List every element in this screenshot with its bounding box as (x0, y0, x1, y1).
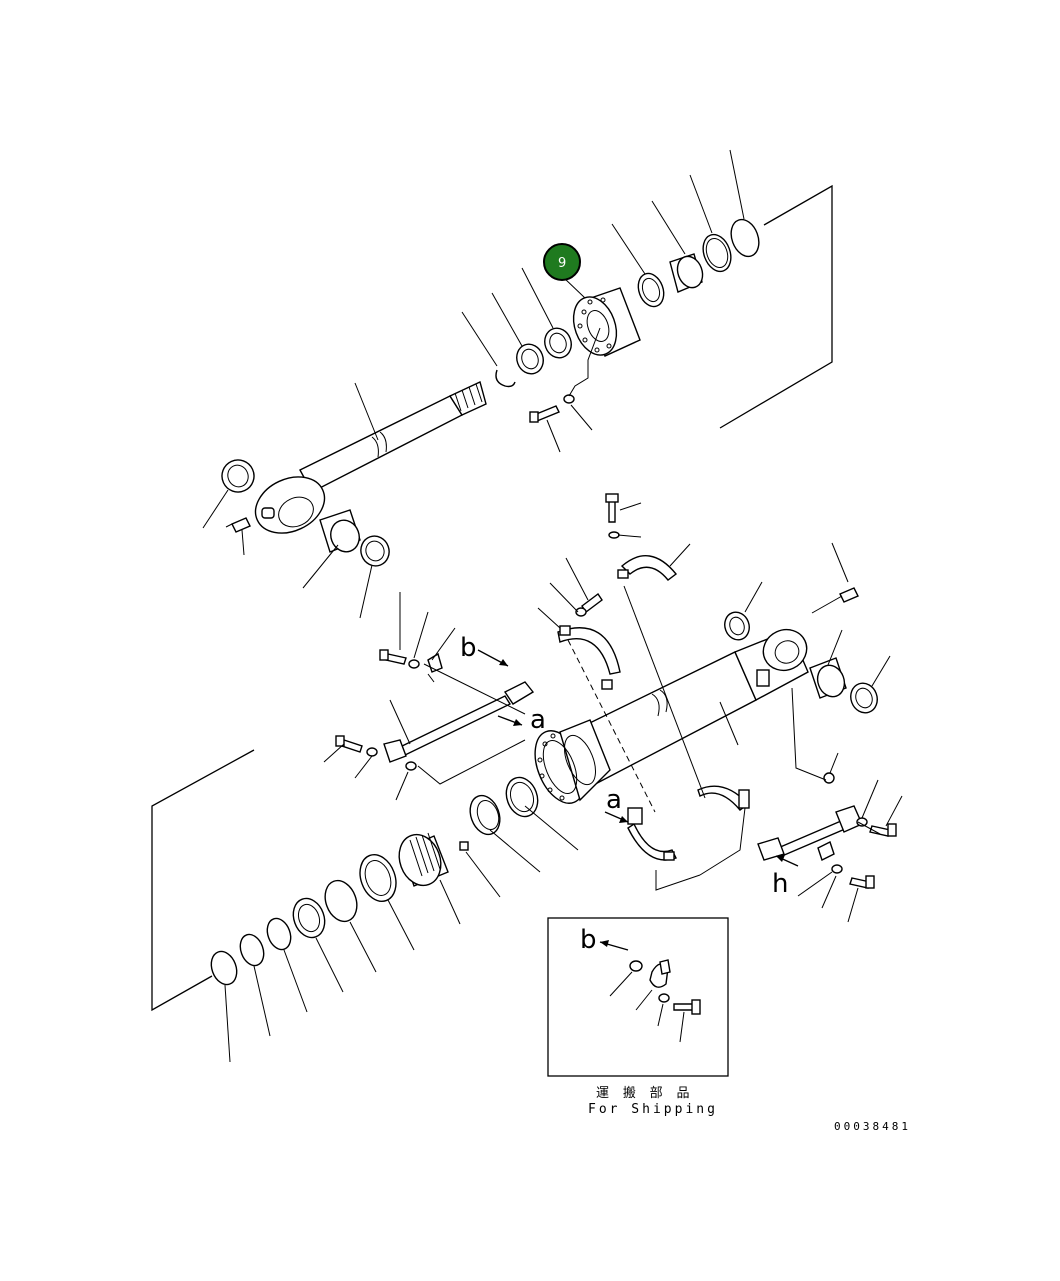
pipe-band-left[interactable] (557, 625, 621, 690)
ref-letter-a-upper: a (530, 705, 546, 735)
head-o-ring-2[interactable] (726, 216, 763, 261)
rod-seal-ring-1[interactable] (513, 340, 548, 377)
pipe-washer-right-lower[interactable] (831, 864, 843, 874)
piston-ring-f[interactable] (207, 948, 241, 988)
tube-flange[interactable] (525, 719, 611, 810)
arrow-a-lower (604, 811, 629, 823)
lower-leader-lines (224, 502, 903, 1063)
pipe-band-lower[interactable] (627, 807, 677, 861)
piston-ring-e[interactable] (236, 931, 268, 969)
rod-eye-dust-seal[interactable] (217, 455, 260, 498)
snap-ring[interactable] (495, 369, 516, 388)
arrow-a-upper (497, 715, 523, 726)
drawing-number: 00038481 (834, 1120, 911, 1133)
bottom-eye-bushing[interactable] (809, 657, 849, 700)
inset-arrow (599, 940, 629, 951)
rod-seal-ring-2[interactable] (541, 324, 576, 361)
inset-ref-letter-b: b (580, 925, 597, 955)
ref-letter-b-upper: b (460, 633, 477, 663)
tube-pipe-upper[interactable] (383, 681, 535, 763)
band-bolt-upper[interactable] (605, 493, 619, 523)
pipe-washer-left[interactable] (366, 747, 378, 757)
inset-caption-japanese: 運 搬 部 品 (596, 1086, 692, 1101)
pipe-clip-right[interactable] (817, 841, 835, 861)
rod-eye-seal-right[interactable] (357, 532, 394, 570)
piston-ring-c[interactable] (320, 876, 363, 926)
arrow-h-right (775, 855, 799, 867)
tube-pipe-right[interactable] (757, 805, 863, 861)
head-washer-upper[interactable] (563, 394, 575, 404)
inset-bolt[interactable] (673, 999, 701, 1015)
pipe-bolt-right-upper[interactable] (869, 823, 897, 837)
grease-fitting-left[interactable] (225, 517, 251, 533)
arrow-b-upper (477, 649, 509, 667)
ref-letter-a-lower: a (606, 785, 622, 815)
pipe-band-upper[interactable] (617, 555, 678, 581)
callout-number: 9 (558, 256, 566, 271)
head-o-ring-1[interactable] (634, 270, 668, 310)
band-washer-left[interactable] (575, 607, 587, 617)
inset-frame (547, 917, 729, 1077)
upper-leader-lines (202, 149, 745, 619)
piston-wear-ring[interactable] (354, 850, 402, 907)
head-backup-ring[interactable] (698, 231, 735, 276)
pipe-o-ring-right[interactable] (823, 772, 835, 784)
inset-clip[interactable] (649, 959, 671, 988)
head-bolt-upper[interactable] (529, 405, 560, 423)
piston-ring-a[interactable] (501, 773, 543, 821)
piston[interactable] (392, 829, 449, 892)
piston-ring-d[interactable] (263, 915, 295, 953)
bottom-eye-seal-lower[interactable] (847, 679, 882, 716)
set-screw[interactable] (459, 841, 469, 851)
piston-ring-b[interactable] (465, 791, 505, 838)
head-bushing[interactable] (669, 253, 707, 293)
band-washer-upper[interactable] (608, 531, 620, 539)
pipe-band-right[interactable] (697, 785, 750, 811)
bottom-eye-seal-upper[interactable] (721, 609, 753, 644)
part-callout-badge[interactable]: 9 (543, 243, 581, 281)
pipe-bolt-right-lower[interactable] (849, 875, 875, 889)
lower-group-frame (151, 749, 255, 1012)
pipe-o-ring-left[interactable] (405, 761, 417, 771)
piston-rod[interactable] (246, 381, 487, 544)
ref-letter-h: h (772, 869, 788, 899)
rod-eye-bushing[interactable] (319, 509, 364, 556)
pipe-clip-upper[interactable] (427, 652, 443, 683)
pipe-bolt-left[interactable] (335, 735, 363, 753)
upper-group-frame (719, 184, 833, 429)
cylinder-head[interactable] (566, 287, 641, 361)
shipping-inset: b (547, 917, 729, 1077)
pipe-bolt-upper[interactable] (379, 649, 407, 665)
inset-leader-lines (609, 971, 685, 1043)
piston-nut[interactable] (288, 894, 330, 942)
pipe-washer-upper[interactable] (408, 659, 420, 669)
inset-caption-english: For Shipping (588, 1102, 718, 1117)
grease-fitting-right[interactable] (839, 587, 859, 603)
inset-plug[interactable] (629, 960, 643, 972)
inset-washer[interactable] (658, 993, 670, 1003)
